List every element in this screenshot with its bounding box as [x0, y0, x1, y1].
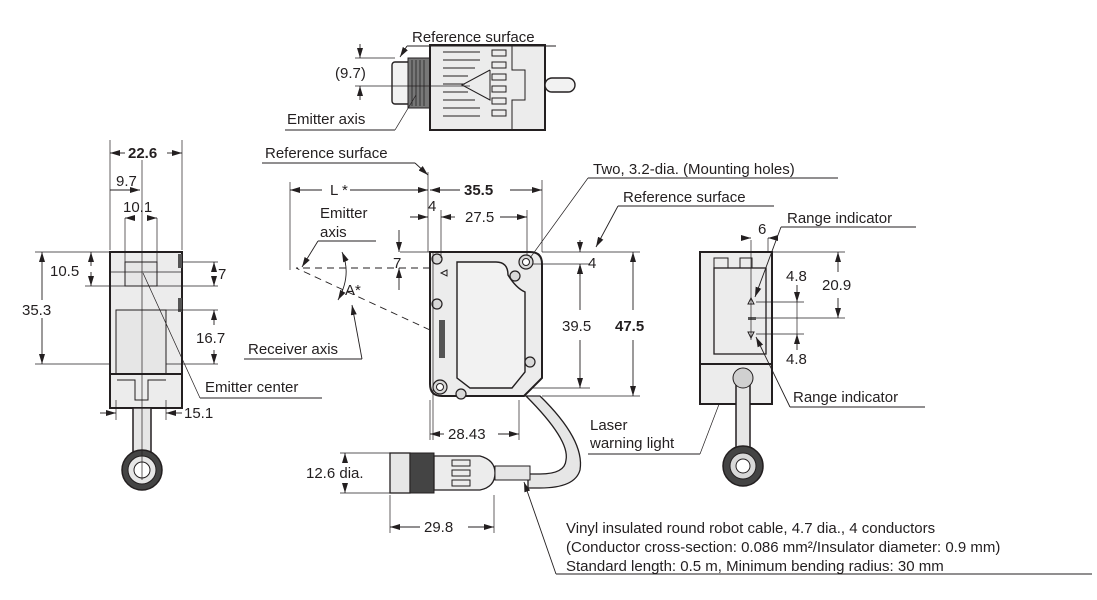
connector-body — [389, 452, 411, 494]
dim-left-width: 22.6 — [128, 145, 157, 162]
dim-cable-width: 15.1 — [184, 405, 213, 422]
dim-emitter-from-top: 7 — [393, 255, 401, 272]
label-emitter-axis-front-2: axis — [320, 224, 347, 241]
label-angle-a: A* — [345, 282, 361, 299]
top-view: (9.7) Reference surface Emitter axis — [285, 29, 576, 131]
dim-hole-spacing-x: 27.5 — [465, 209, 494, 226]
dim-hole-offset-top: 4 — [588, 255, 596, 272]
dim-indicator-offset: 6 — [758, 221, 766, 238]
dim-cable-exit: 28.43 — [448, 426, 486, 443]
cable-note-line2: (Conductor cross-section: 0.086 mm²/Insu… — [566, 539, 1000, 556]
dim-hole-spacing-y: 39.5 — [562, 318, 591, 335]
dim-upper-spacing: 4.8 — [786, 268, 807, 285]
top-view-sensor-body — [391, 44, 576, 131]
dim-distance-l: L * — [330, 182, 348, 199]
label-laser-warning-2: warning light — [589, 435, 675, 452]
dim-hole-offset-left: 4 — [428, 198, 436, 215]
label-emitter-axis-front-1: Emitter — [320, 205, 368, 222]
dim-front-height: 47.5 — [615, 318, 644, 335]
dim-lower-section: 16.7 — [196, 330, 225, 347]
label-reference-surface-right: Reference surface — [623, 189, 746, 206]
dim-window-width: 10.1 — [123, 199, 152, 216]
dim-window-height: 7 — [218, 266, 226, 283]
laser-warning-light — [748, 317, 756, 320]
dim-left-height: 35.3 — [22, 302, 51, 319]
label-range-indicator-bottom: Range indicator — [793, 389, 898, 406]
dim-top-to-emitter: 10.5 — [50, 263, 79, 280]
label-range-indicator-top: Range indicator — [787, 210, 892, 227]
cable-note: Vinyl insulated round robot cable, 4.7 d… — [523, 481, 1092, 575]
dim-connector-length: 29.8 — [424, 519, 453, 536]
label-laser-warning-1: Laser — [590, 417, 628, 434]
left-view: 22.6 9.7 10.1 10.5 35.3 7 16.7 15.1 Emit… — [22, 140, 322, 491]
dim-lower-spacing: 4.8 — [786, 351, 807, 368]
dim-indicator-height: 20.9 — [822, 277, 851, 294]
cable-note-line1: Vinyl insulated round robot cable, 4.7 d… — [566, 520, 935, 537]
label-mounting-holes: Two, 3.2-dia. (Mounting holes) — [593, 161, 795, 178]
label-reference-surface-front: Reference surface — [265, 145, 388, 162]
cable — [524, 395, 582, 489]
label-emitter-center: Emitter center — [205, 379, 298, 396]
cable-note-line3: Standard length: 0.5 m, Minimum bending … — [566, 558, 944, 575]
dim-connector-diameter: 12.6 dia. — [306, 465, 364, 482]
dim-front-width: 35.5 — [464, 182, 493, 199]
right-view: 6 Range indicator 4.8 4.8 20.9 Range ind… — [699, 210, 925, 487]
label-reference-surface-top: Reference surface — [412, 29, 535, 46]
connector-view: 12.6 dia. 29.8 — [306, 452, 531, 536]
label-emitter-axis-top: Emitter axis — [287, 111, 365, 128]
label-receiver-axis: Receiver axis — [248, 341, 338, 358]
front-view: A* L * Reference surface 35.5 4 27.5 7 E… — [244, 145, 838, 489]
dim-emitter-offset: (9.7) — [335, 65, 366, 82]
dim-emitter-from-edge: 9.7 — [116, 173, 137, 190]
receiver-axis-line — [295, 267, 431, 331]
